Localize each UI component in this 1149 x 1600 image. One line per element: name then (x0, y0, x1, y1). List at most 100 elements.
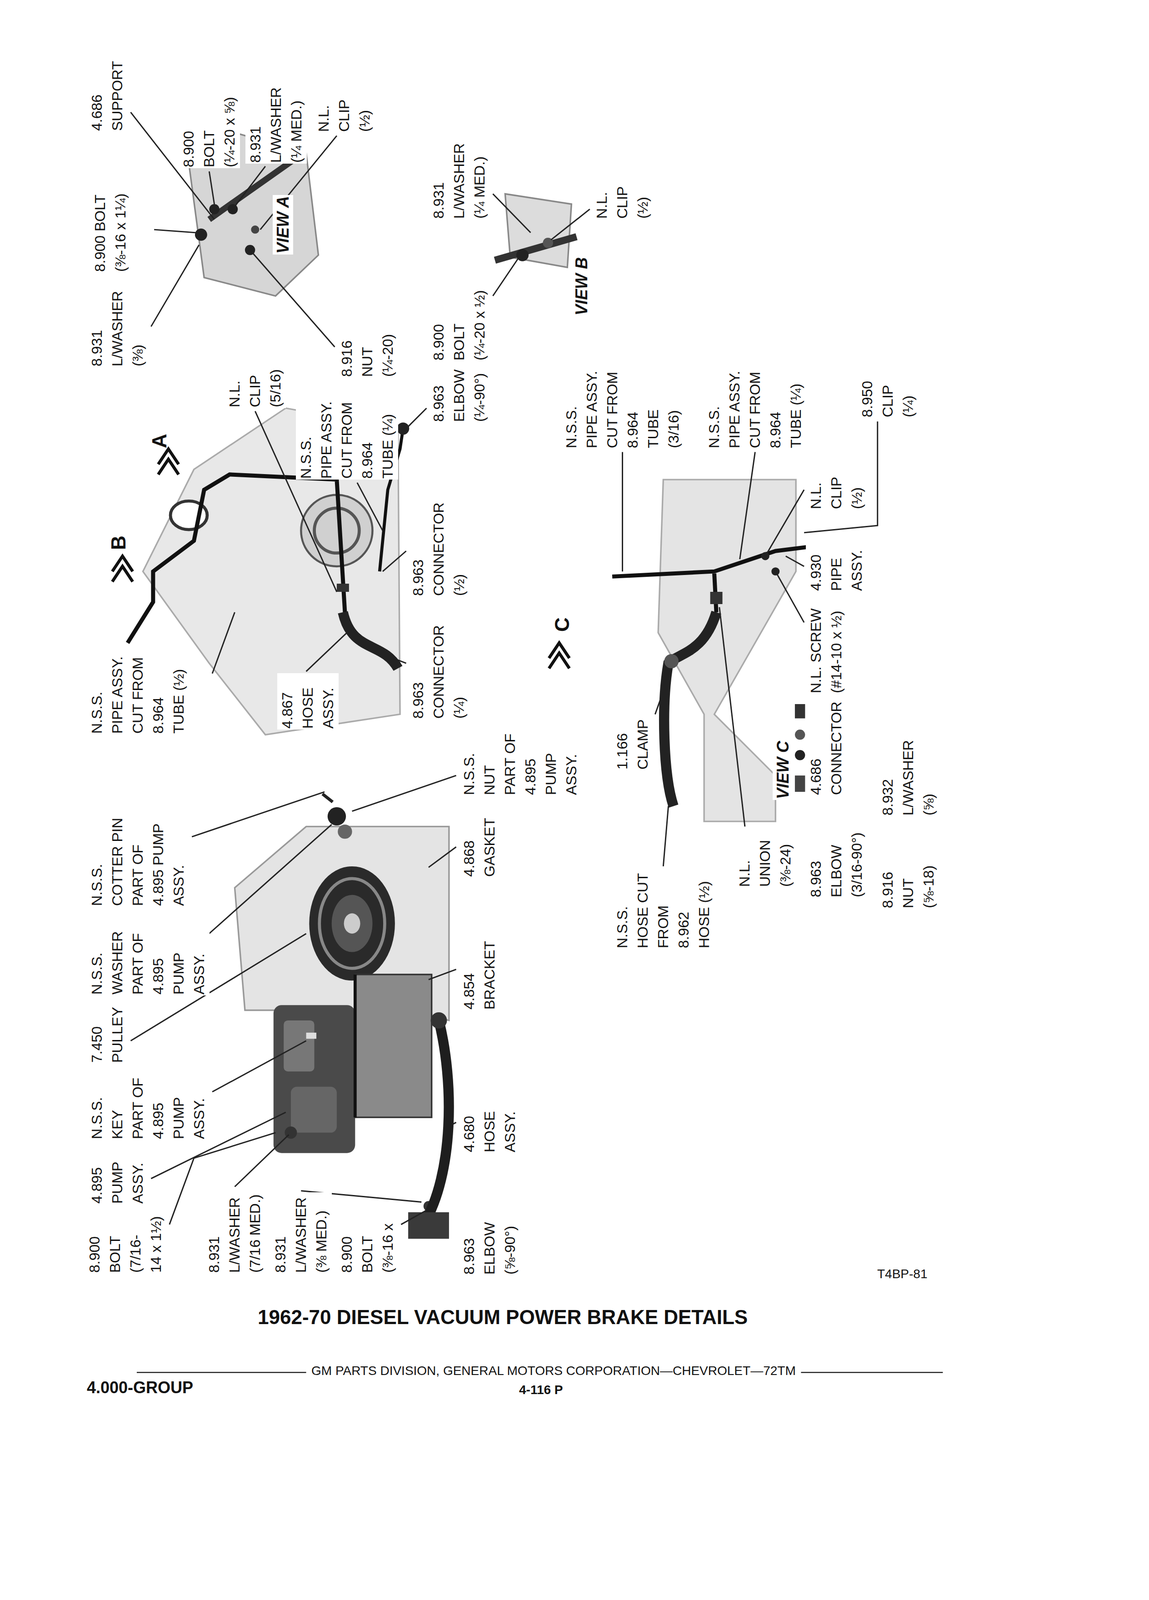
callout-label: 8.931 L/WASHER (⅜ MED.) (270, 1192, 332, 1274)
callout-label: 4.895 PUMP ASSY. (86, 1148, 149, 1205)
leader-lines-part (212, 612, 235, 674)
leader-lines-part (249, 249, 335, 347)
engine-pipe-drawing-part (549, 642, 570, 669)
view-a-drawing-part (194, 228, 208, 241)
vacuum-pump-drawing-part (327, 807, 346, 826)
callout-label: 8.900 BOLT (7/16- 14 x 1½) (84, 1213, 167, 1274)
view-title: VIEW B (571, 256, 592, 317)
leader-lines-part (428, 969, 457, 980)
callout-label: 7.450 PULLEY (86, 1002, 128, 1064)
callout-label: 8.900 BOLT (⅜-16 x (336, 1214, 399, 1274)
vacuum-pump-drawing-part (354, 974, 432, 1118)
engine-pipe-drawing-part (127, 474, 345, 643)
callout-label: N.S.S. PIPE ASSY. CUT FROM 8.964 TUBE (¼… (295, 399, 399, 480)
callout-label: 4.930 PIPE ASSY. (805, 535, 868, 592)
leader-lines-part (357, 482, 383, 531)
view-b-drawing-part (494, 236, 577, 261)
lower-pipe-drawing-part (794, 775, 805, 792)
vacuum-pump-drawing-part (306, 1032, 317, 1039)
callout-label: N.S.S. NUT PART OF 4.895 PUMP ASSY. (459, 725, 582, 796)
view-a-drawing-part (209, 204, 220, 215)
leader-lines-part (621, 451, 624, 572)
callout-label: N.S.S. WASHER PART OF 4.895 PUMP ASSY. (86, 914, 210, 996)
callout-label: 8.900 BOLT (⅜-16 x 1¼) (89, 186, 131, 273)
lower-pipe-drawing-part (794, 729, 805, 740)
leader-lines-part (212, 1040, 307, 1092)
callout-label: 8.931 L/WASHER (¼ MED.) (428, 138, 490, 220)
vacuum-pump-drawing-part (408, 1212, 450, 1239)
vacuum-pump-drawing-part (331, 894, 373, 953)
leader-lines-part (663, 805, 669, 866)
callout-label: 8.916 NUT (¼-20) (336, 325, 399, 378)
vacuum-pump-drawing-part (309, 866, 395, 981)
leader-lines (130, 112, 878, 1225)
engine-pipe-drawing-part (112, 555, 133, 582)
callout-label: N.S.S. HOSE CUT FROM 8.962 HOSE (½) (612, 867, 715, 950)
callout-label: N.L. CLIP (5/16) (224, 360, 286, 409)
page-title: 1962-70 DIESEL VACUUM POWER BRAKE DETAIL… (257, 1304, 748, 1330)
lower-pipe-drawing-part (658, 479, 796, 822)
view-title: VIEW A (272, 194, 294, 255)
callout-label: N.L. CLIP (½) (805, 467, 868, 510)
vacuum-pump-drawing-part (273, 1004, 356, 1154)
callout-label: 4.867 HOSE ASSY. (277, 673, 339, 730)
vacuum-pump-drawing-part (290, 1086, 337, 1133)
vacuum-pump-drawing (234, 794, 449, 1239)
callout-label: N.S.S. COTTER PIN PART OF 4.895 PUMP ASS… (86, 814, 190, 907)
callout-label: 4.686 CONNECTOR (805, 696, 847, 796)
view-letter: C (550, 612, 574, 633)
callout-label: 8.900 BOLT (¼-20 x ½) (428, 284, 490, 362)
engine-pipe-drawing-part (396, 422, 410, 435)
leader-lines-part (765, 489, 805, 557)
leader-lines-part (406, 408, 427, 429)
callout-label: 1.166 CLAMP (612, 709, 654, 771)
page-number: 4-116 P (519, 1381, 564, 1398)
vacuum-pump-drawing-part (319, 878, 385, 969)
vacuum-pump-drawing-part (430, 1012, 447, 1029)
engine-pipe-drawing-part (158, 449, 179, 475)
group-number: 4.000-GROUP (86, 1377, 194, 1398)
callout-label: 8.931 L/WASHER (7/16 MED.) (204, 1187, 266, 1274)
callout-label: N.L. SCREW (#14-10 x ½) (805, 605, 847, 695)
lower-pipe-drawing-part (664, 612, 717, 807)
callout-label: 8.932 L/WASHER (⅝) (877, 734, 940, 817)
leader-lines-part (550, 209, 590, 240)
leader-lines-part (306, 632, 348, 672)
footer-rules-part (800, 1371, 943, 1373)
footer-rules-part (136, 1371, 307, 1373)
leader-lines-part (392, 658, 406, 664)
leader-lines-part (191, 824, 332, 950)
leader-lines-part (739, 451, 756, 560)
vacuum-pump-drawing-part (322, 794, 333, 803)
view-title: VIEW C (772, 739, 794, 800)
callout-label: 8.963 ELBOW (3/16-90°) (805, 828, 868, 899)
callout-label: 8.963 ELBOW (⅝-90°) (459, 1214, 521, 1276)
leader-lines-part (154, 229, 196, 233)
leader-lines-part (234, 1134, 289, 1187)
vacuum-pump-drawing-part (353, 974, 357, 1118)
engine-pipe-drawing-part (342, 612, 398, 669)
callout-label: N.S.S. PIPE ASSY. CUT FROM 8.964 TUBE (¼… (704, 369, 807, 450)
figure-code: T4BP-81 (877, 1265, 928, 1282)
callout-label: N.S.S. KEY PART OF 4.895 PUMP ASSY. (86, 1072, 210, 1140)
lower-pipe-drawing-part (794, 704, 805, 719)
lower-pipe-drawing-part (710, 591, 723, 605)
callout-label: N.L. CLIP (½) (313, 89, 375, 133)
leader-lines-part (719, 607, 745, 827)
leader-lines-part (492, 254, 521, 296)
footer-text: GM PARTS DIVISION, GENERAL MOTORS CORPOR… (311, 1362, 796, 1379)
engine-pipe-drawing-part (314, 508, 360, 554)
lower-pipe-drawing (612, 479, 817, 822)
leader-lines-part (191, 791, 325, 837)
leader-lines-part (775, 571, 805, 623)
leader-lines-part (400, 1209, 427, 1224)
callout-label: 8.916 NUT (⅝-18) (877, 848, 940, 910)
leader-lines-part (452, 1122, 457, 1125)
callout-label: 4.868 GASKET (459, 812, 500, 878)
leader-lines-part (428, 846, 457, 868)
leader-lines-part (804, 421, 878, 533)
view-letter: A (148, 429, 171, 450)
callout-label: 8.931 L/WASHER (¼ MED.) (245, 82, 307, 164)
